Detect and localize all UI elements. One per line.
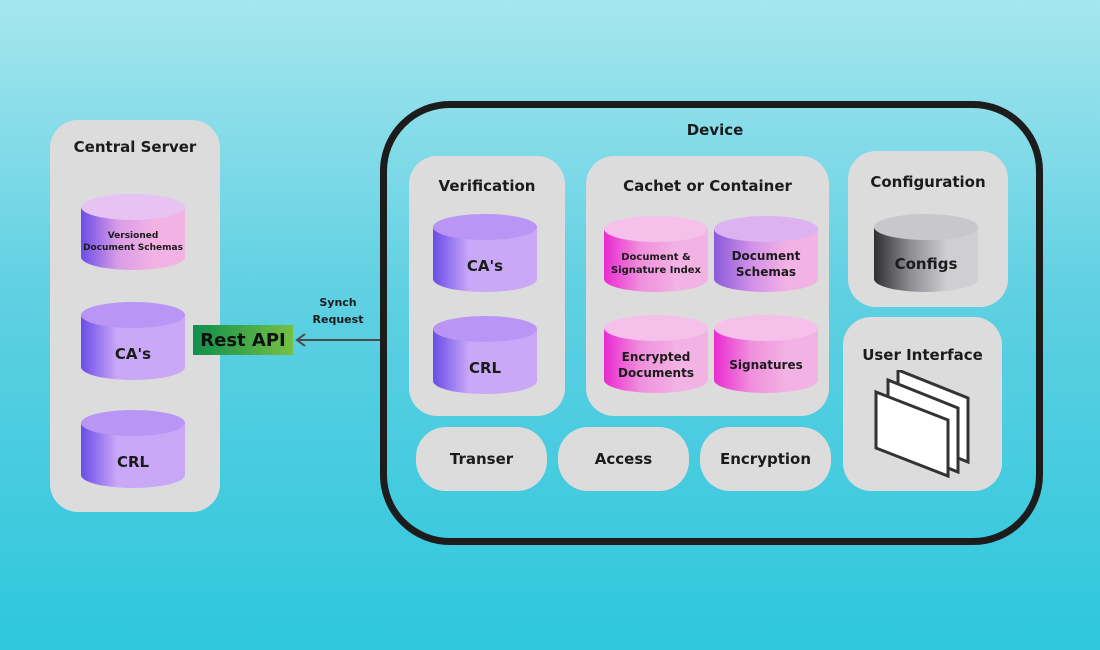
synch-arrow-icon xyxy=(295,333,381,347)
document-schemas-label: Document Schemas xyxy=(731,248,801,279)
crl-label: CRL xyxy=(116,452,150,471)
configs-label: Configs xyxy=(894,254,958,273)
windows-stack-icon xyxy=(874,370,970,479)
signatures-db-icon: Signatures xyxy=(714,315,818,393)
configs-db-icon: Configs xyxy=(874,214,978,292)
ca-db-icon: CA's xyxy=(81,302,185,380)
document-index-label: Document & Signature Index xyxy=(611,251,701,277)
ca-label: CA's xyxy=(114,344,152,363)
configuration-title: Configuration xyxy=(870,173,986,191)
rest-api-label: Rest API xyxy=(193,325,293,355)
device-crl-db-icon: CRL xyxy=(433,316,537,394)
signatures-label: Signatures xyxy=(729,357,803,372)
central-server-title: Central Server xyxy=(73,138,197,156)
encrypted-documents-label: Encrypted Documents xyxy=(618,349,694,380)
transer-module: Transer xyxy=(416,427,547,491)
device-ca-db-icon: CA's xyxy=(433,214,537,292)
device-crl-label: CRL xyxy=(468,358,502,377)
device-ca-label: CA's xyxy=(466,256,504,275)
document-index-db-icon: Document & Signature Index xyxy=(604,216,708,292)
device-title: Device xyxy=(686,121,744,139)
encryption-module: Encryption xyxy=(700,427,831,491)
cachet-title: Cachet or Container xyxy=(623,177,792,195)
access-module: Access xyxy=(558,427,689,491)
versioned-schemas-db-icon: Versioned Document Schemas xyxy=(81,194,185,270)
crl-db-icon: CRL xyxy=(81,410,185,488)
encrypted-documents-db-icon: Encrypted Documents xyxy=(604,315,708,393)
user-interface-title: User Interface xyxy=(862,346,983,364)
synch-request-label: Synch Request xyxy=(312,296,364,326)
device-frame xyxy=(380,101,1043,545)
verification-title: Verification xyxy=(438,177,536,195)
versioned-schemas-label: Versioned Document Schemas xyxy=(83,230,183,253)
document-schemas-db-icon: Document Schemas xyxy=(714,216,818,292)
